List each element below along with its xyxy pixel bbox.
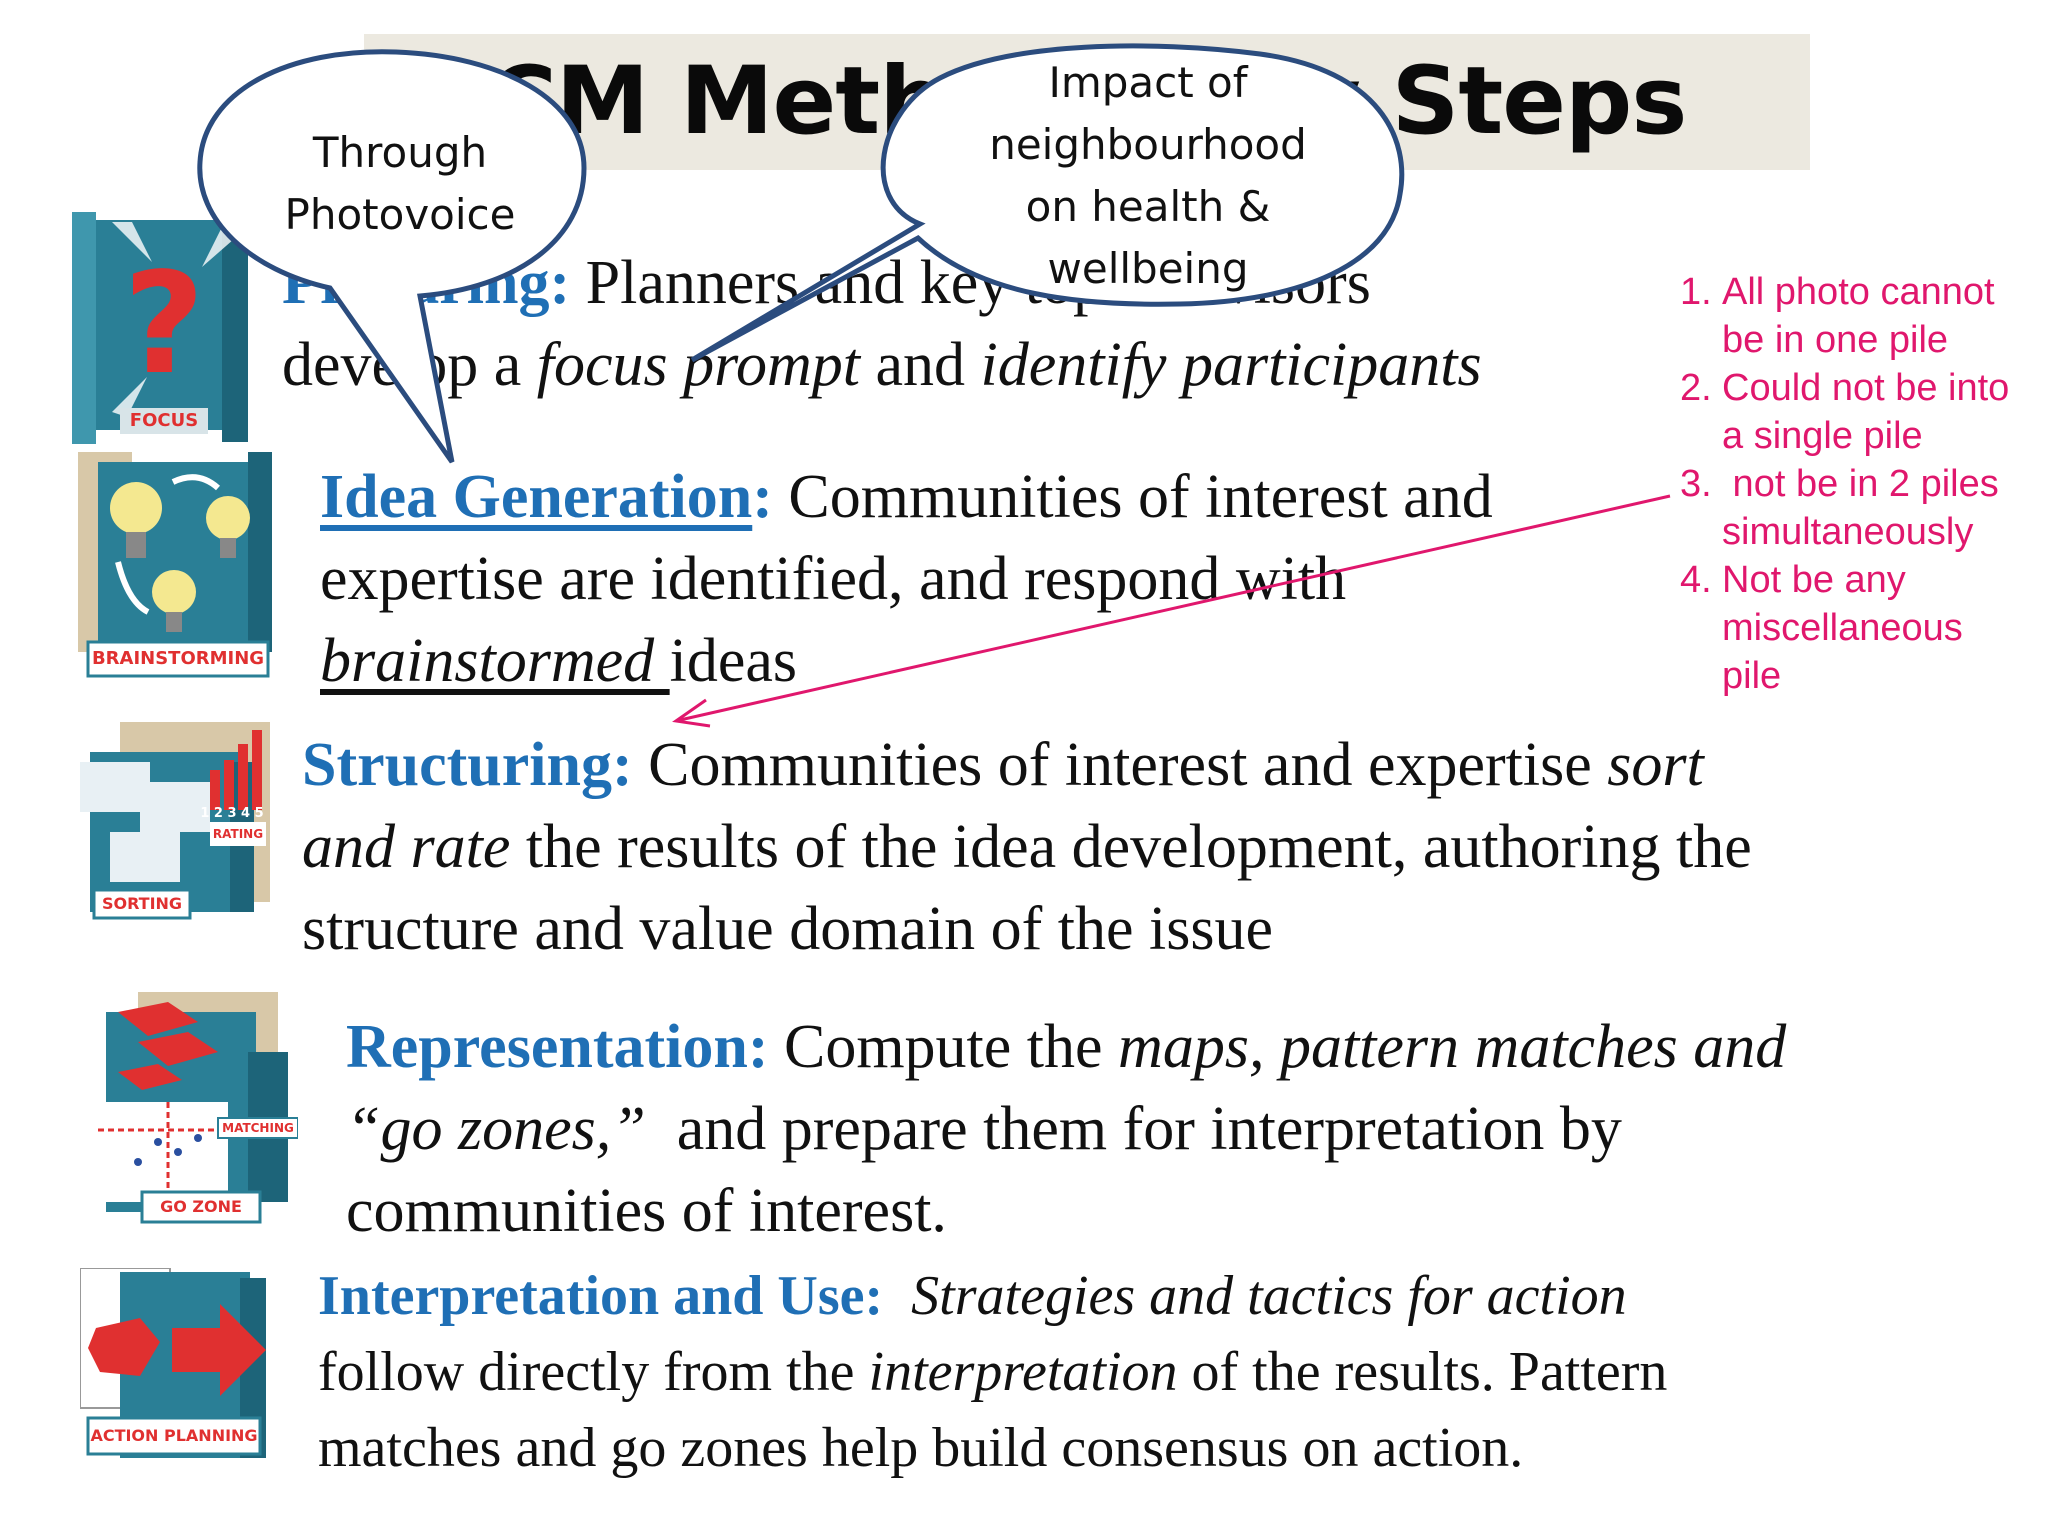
brainstorming-icon: BRAINSTORMING (78, 452, 278, 680)
sorting-icon-scale: 1 2 3 4 5 (200, 806, 264, 821)
list-item-text: Not be any miscellaneous pile (1722, 556, 1963, 700)
step-structuring: Structuring: Communities of interest and… (302, 724, 2022, 970)
photovoice-bubble-line: Photovoice (284, 190, 516, 239)
step-interpretation-text: matches and go zones help build consensu… (318, 1417, 1524, 1479)
step-interpretation-line1: Interpretation and Use: Strategies and t… (318, 1258, 2018, 1334)
interpretation-text: interpretation (868, 1341, 1178, 1403)
sort-text: sort (1607, 731, 1704, 799)
step-interpretation-text: of the results. Pattern (1177, 1341, 1668, 1403)
photovoice-bubble: Through Photovoice (240, 122, 560, 246)
step-idea-line3: brainstormed ideas (320, 620, 1680, 702)
list-item-number: 1. (1680, 271, 1712, 313)
sorting-rules-list: 1. All photo cannot be in one pile 2. Cou… (1680, 268, 2040, 700)
list-item-line: Not be any (1722, 559, 1906, 601)
go-zone-icon: MATCHING GO ZONE (78, 992, 299, 1232)
list-item-number: 4. (1680, 559, 1712, 601)
brainstorming-icon-label: BRAINSTORMING (91, 648, 265, 669)
matching-label: MATCHING (222, 1121, 294, 1135)
step-idea-text: Communities of interest and (772, 463, 1493, 531)
list-item-number: 3. (1680, 463, 1712, 505)
neighbourhood-bubble-line: wellbeing (1047, 244, 1249, 293)
list-item: 4. Not be any miscellaneous pile (1680, 556, 2040, 700)
list-item-line: not be in 2 piles (1722, 463, 1999, 505)
focus-icon-label: FOCUS (129, 410, 199, 431)
list-item-number: 2. (1680, 367, 1712, 409)
neighbourhood-bubble-line: on health & (1025, 182, 1271, 231)
neighbourhood-bubble-line: neighbourhood (989, 120, 1307, 169)
list-item-line: All photo cannot (1722, 271, 1995, 313)
rating-label: RATING (212, 827, 264, 841)
step-representation-line1: Representation: Compute the maps, patter… (346, 1006, 2026, 1088)
step-idea-colon: : (752, 463, 773, 531)
action-planning-icon-label: ACTION PLANNING (90, 1426, 258, 1445)
step-interpretation-text: follow directly from the (318, 1341, 869, 1403)
go-zones-text: “go zones,” (346, 1095, 646, 1163)
step-idea-heading[interactable]: Idea Generation (320, 463, 753, 531)
step-structuring-text: the results of the idea development, aut… (510, 813, 1752, 881)
svg-text:?: ? (123, 243, 204, 406)
step-representation-heading: Representation: (346, 1013, 769, 1081)
list-item-line: Could not be into (1722, 367, 2010, 409)
step-representation: Representation: Compute the maps, patter… (346, 1006, 2026, 1252)
list-item-line: a single pile (1722, 415, 1923, 457)
photovoice-bubble-line: Through (312, 128, 488, 177)
step-interpretation-line2: follow directly from the interpretation … (318, 1334, 2018, 1410)
step-idea-text: expertise are identified, and respond wi… (320, 545, 1347, 613)
step-idea-text: ideas (669, 627, 798, 695)
strategies-text: Strategies and tactics for action (911, 1265, 1627, 1327)
step-idea-line2: expertise are identified, and respond wi… (320, 538, 1680, 620)
step-representation-text: and prepare them for interpretation by (645, 1095, 1622, 1163)
list-item-text: All photo cannot be in one pile (1722, 268, 1995, 364)
step-preparing-text: and (859, 331, 981, 399)
step-structuring-line3: structure and value domain of the issue (302, 888, 2022, 970)
step-structuring-line1: Structuring: Communities of interest and… (302, 724, 2022, 806)
list-item-line: pile (1722, 655, 1782, 697)
step-representation-line3: communities of interest. (346, 1170, 2026, 1252)
step-interpretation-line3: matches and go zones help build consensu… (318, 1410, 2018, 1486)
step-structuring-heading: Structuring: (302, 731, 633, 799)
step-representation-line2: “go zones,” and prepare them for interpr… (346, 1088, 2026, 1170)
list-item: 3. not be in 2 piles simultaneously (1680, 460, 2040, 556)
list-item-line: be in one pile (1722, 319, 1949, 361)
list-item: 2. Could not be into a single pile (1680, 364, 2040, 460)
step-representation-text: Compute the (768, 1013, 1119, 1081)
list-item-line: miscellaneous (1722, 607, 1963, 649)
sorting-icon: 1 2 3 4 5 RATING SORTING (80, 722, 276, 922)
list-item-line: simultaneously (1722, 511, 1974, 553)
neighbourhood-bubble: Impact of neighbourhood on health & well… (948, 52, 1348, 300)
sorting-icon-label: SORTING (101, 894, 183, 913)
step-representation-text: communities of interest. (346, 1177, 947, 1245)
go-zone-icon-label: GO ZONE (160, 1197, 242, 1216)
brainstormed-text: brainstormed (320, 627, 670, 695)
step-interpretation-heading: Interpretation and Use: (318, 1265, 884, 1327)
and-rate-text: and rate (302, 813, 511, 881)
step-structuring-text: structure and value domain of the issue (302, 895, 1274, 963)
focus-icon: ? FOCUS (72, 212, 262, 444)
neighbourhood-bubble-line: Impact of (1048, 58, 1248, 107)
maps-text: maps, pattern matches and (1118, 1013, 1787, 1081)
list-item-text: not be in 2 piles simultaneously (1722, 460, 1999, 556)
action-planning-icon: ACTION PLANNING (79, 1267, 270, 1468)
step-idea-line1: Idea Generation: Communities of interest… (320, 456, 1680, 538)
step-interpretation: Interpretation and Use: Strategies and t… (318, 1258, 2018, 1486)
step-structuring-line2: and rate the results of the idea develop… (302, 806, 2022, 888)
step-structuring-text: Communities of interest and expertise (632, 731, 1608, 799)
list-item: 1. All photo cannot be in one pile (1680, 268, 2040, 364)
list-item-text: Could not be into a single pile (1722, 364, 2009, 460)
identify-participants-text: identify participants (980, 331, 1482, 399)
focus-prompt-text: focus prompt (536, 331, 860, 399)
step-idea-generation: Idea Generation: Communities of interest… (320, 456, 1680, 702)
